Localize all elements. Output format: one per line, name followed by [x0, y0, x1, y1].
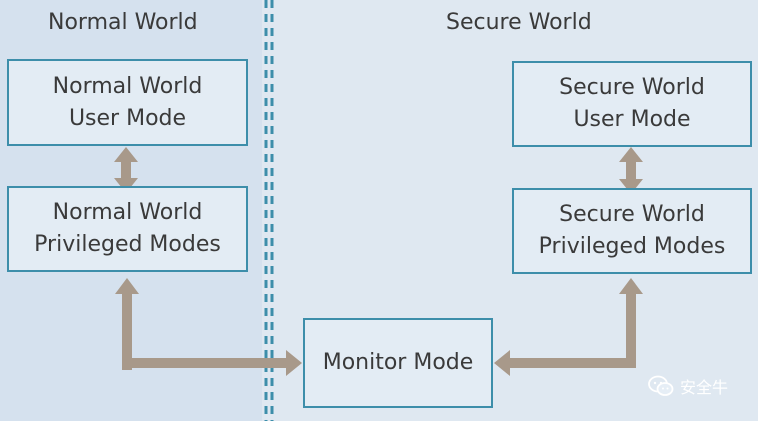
watermark-text: 安全牛	[680, 378, 729, 397]
normal-user-mode-line2: User Mode	[68, 105, 187, 131]
watermark: 安全牛	[648, 374, 728, 398]
secure-monitor-arrow-vertical	[626, 292, 636, 368]
monitor-mode-box: Monitor Mode	[303, 318, 493, 408]
secure-vertical-arrow-down-head	[619, 179, 643, 194]
secure-monitor-arrow-horizontal	[508, 358, 636, 368]
secure-privileged-modes-box: Secure World Privileged Modes	[512, 188, 752, 274]
secure-world-title: Secure World	[446, 10, 592, 35]
wechat-icon	[648, 375, 674, 396]
monitor-mode-label: Monitor Mode	[322, 350, 474, 375]
normal-privileged-line2: Privileged Modes	[34, 232, 221, 257]
secure-user-mode-line1: Secure World	[559, 75, 705, 100]
secure-privileged-line2: Privileged Modes	[538, 234, 726, 259]
secure-user-mode-line2: User Mode	[573, 107, 691, 132]
normal-vertical-arrow-up-head	[114, 147, 138, 162]
secure-monitor-arrow-left-head	[494, 350, 510, 376]
secure-monitor-arrow-up-head	[619, 278, 643, 294]
secure-vertical-arrow-up-head	[619, 147, 643, 162]
normal-monitor-arrow-vertical	[122, 292, 132, 370]
normal-user-mode-box: Normal World User Mode	[7, 59, 248, 146]
normal-monitor-arrow-up-head	[115, 278, 139, 294]
normal-world-title: Normal World	[48, 10, 198, 35]
normal-vertical-arrow-shaft	[121, 160, 131, 181]
normal-monitor-arrow-horizontal	[122, 358, 288, 368]
normal-monitor-arrow-right-head	[286, 350, 302, 376]
secure-vertical-arrow-shaft	[626, 160, 636, 182]
normal-user-mode-line1: Normal World	[52, 73, 203, 99]
normal-privileged-modes-box: Normal World Privileged Modes	[7, 186, 248, 272]
world-divider	[264, 0, 274, 421]
normal-vertical-arrow-down-head	[114, 178, 138, 193]
secure-user-mode-box: Secure World User Mode	[512, 61, 752, 147]
normal-privileged-line1: Normal World	[52, 200, 203, 225]
secure-privileged-line1: Secure World	[559, 202, 705, 227]
